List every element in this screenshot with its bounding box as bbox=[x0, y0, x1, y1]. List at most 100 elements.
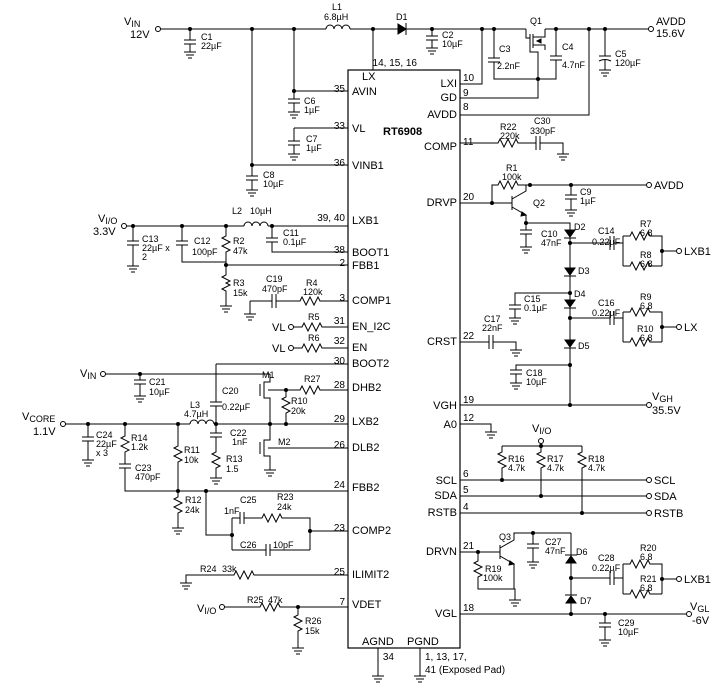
c13-value: 22µF x bbox=[142, 243, 170, 253]
c27-value: 47nF bbox=[545, 546, 566, 556]
pin-num-avdd: 8 bbox=[463, 102, 469, 113]
pin-num-boot1: 38 bbox=[334, 245, 346, 256]
pin-num-agnd: 34 bbox=[383, 652, 395, 663]
pin-label-scl: SCL bbox=[436, 475, 457, 487]
c22-ref: C22 bbox=[230, 428, 247, 438]
c29-ref: C29 bbox=[618, 618, 635, 628]
buck2-section: VIN C21 10µF C20 0.22µF M1 R27 R10 20k V… bbox=[22, 363, 427, 683]
r3-value: 15k bbox=[233, 288, 248, 298]
pin-label-avdd: AVDD bbox=[427, 109, 457, 121]
vio-vdet-terminal bbox=[219, 604, 225, 610]
pin-num-vgh: 19 bbox=[463, 395, 475, 406]
pin-label-crst: CRST bbox=[427, 336, 457, 348]
r19-ref: R19 bbox=[485, 564, 502, 574]
c2-value: 10µF bbox=[442, 39, 463, 49]
r22-value: 220k bbox=[500, 131, 520, 141]
c4-value: 4.7nF bbox=[562, 60, 586, 70]
r14-ref: R14 bbox=[131, 433, 148, 443]
c22-value: 1nF bbox=[232, 437, 248, 447]
r2-value: 47k bbox=[233, 246, 248, 256]
lxb1-out-2-terminal bbox=[676, 576, 682, 582]
c14-ref: C14 bbox=[598, 226, 615, 236]
r20-ref: R20 bbox=[640, 543, 657, 553]
pin-num-gd: 9 bbox=[463, 88, 469, 99]
c14-value: 0.22µF bbox=[592, 237, 621, 247]
l2-value: 10µH bbox=[250, 206, 272, 216]
vin-main-label: VIN bbox=[124, 16, 140, 29]
c13-value2: 2 bbox=[142, 252, 147, 262]
c19-ref: C19 bbox=[266, 274, 283, 284]
vin-main-terminal bbox=[155, 26, 161, 32]
c24-value: 22µF bbox=[96, 439, 117, 449]
i2c-section: VI/O R16 4.7k R17 4.7k R18 4.7k SCL SDA … bbox=[460, 423, 683, 520]
pin-num-vgl: 18 bbox=[463, 603, 475, 614]
c11-ref: C11 bbox=[283, 228, 299, 238]
c12-ref: C12 bbox=[194, 236, 211, 246]
c23-ref: C23 bbox=[135, 463, 152, 473]
r26-ref: R26 bbox=[305, 616, 322, 626]
r8-ref: R8 bbox=[640, 250, 652, 260]
c10-ref: C10 bbox=[541, 229, 558, 239]
pin-num-vinb1: 36 bbox=[334, 158, 346, 169]
d5-ref: D5 bbox=[578, 341, 590, 351]
c26-value: 10pF bbox=[273, 540, 294, 550]
vgh-out-label: VGH bbox=[652, 391, 673, 404]
vgl-out-label: VGL bbox=[690, 601, 709, 614]
pin-num-pgnd-line2: 41 (Exposed Pad) bbox=[425, 665, 505, 676]
vgl-out-value: -6V bbox=[692, 615, 710, 627]
lxb1-out-1-terminal bbox=[676, 248, 682, 254]
c15-ref: C15 bbox=[524, 294, 541, 304]
m2-ref: M2 bbox=[278, 437, 291, 447]
pin-num-fbb2: 24 bbox=[334, 480, 346, 491]
c1-value: 22µF bbox=[201, 41, 222, 51]
vl-en-i2c-label: VL bbox=[272, 322, 285, 334]
r18-ref: R18 bbox=[588, 454, 605, 464]
c23-value: 470pF bbox=[135, 472, 161, 482]
avdd-out-value: 15.6V bbox=[656, 28, 685, 40]
pin-label-comp2: COMP2 bbox=[352, 525, 391, 537]
r25-ref: R25 bbox=[247, 595, 264, 605]
pin-label-fbb2: FBB2 bbox=[352, 482, 380, 494]
c9-value: 1µF bbox=[580, 196, 596, 206]
r11-ref: R11 bbox=[184, 445, 200, 455]
c4-ref: C4 bbox=[562, 42, 574, 52]
r1-value: 100k bbox=[502, 172, 522, 182]
pin-num-dlb2: 26 bbox=[334, 440, 346, 451]
c10-value: 47nF bbox=[541, 238, 562, 248]
pin-num-comp2: 23 bbox=[334, 523, 346, 534]
drvn-charge-pump: R19 100k Q3 C27 47nF D6 C28 0.22µF R20 6… bbox=[460, 531, 711, 647]
r10-value: 20k bbox=[291, 406, 306, 416]
pin-label-fbb1: FBB1 bbox=[352, 260, 380, 272]
r27-ref: R27 bbox=[304, 374, 321, 384]
pin-label-lxb2: LXB2 bbox=[352, 416, 379, 428]
vio-i2c-terminal bbox=[538, 438, 544, 444]
l3-ref: L3 bbox=[190, 400, 200, 410]
c30-ref: C30 bbox=[534, 116, 551, 126]
vio-vdet-label: VI/O bbox=[197, 603, 216, 616]
c18-value: 10µF bbox=[526, 377, 547, 387]
pin-num-lxb1: 39, 40 bbox=[317, 213, 345, 224]
r23-ref: R23 bbox=[277, 492, 294, 502]
c18-ref: C18 bbox=[526, 368, 543, 378]
l3-value: 4.7µH bbox=[184, 409, 208, 419]
c20-ref: C20 bbox=[222, 386, 239, 396]
pin-label-drvn: DRVN bbox=[426, 546, 457, 558]
r20-value: 6.8 bbox=[640, 552, 653, 562]
r17-value: 4.7k bbox=[547, 463, 565, 473]
r11-value: 10k bbox=[184, 455, 199, 465]
r7-ref: R7 bbox=[640, 219, 652, 229]
pin-label-boot2: BOOT2 bbox=[352, 358, 389, 370]
supply-decoupling: C6 1µF C7 C7 1µF C8 10µF bbox=[245, 89, 348, 197]
r16-value: 4.7k bbox=[508, 463, 526, 473]
pin-num-rstb: 4 bbox=[463, 502, 469, 513]
pin-label-gd: GD bbox=[441, 92, 458, 104]
c17-ref: C17 bbox=[484, 314, 501, 324]
c30-value: 330pF bbox=[530, 126, 556, 136]
c6-value: 1µF bbox=[304, 105, 320, 115]
pin-num-crst: 22 bbox=[463, 331, 475, 342]
r17-ref: R17 bbox=[547, 454, 564, 464]
ic-left-pin-labels: LX AVIN VL VINB1 LXB1 BOOT1 FBB1 COMP1 E… bbox=[352, 71, 439, 648]
sda-out-label: SDA bbox=[654, 491, 677, 503]
boost-section: VIN 12V C1 22µF L1 6.8µH D1 C2 10µF bbox=[124, 2, 686, 166]
